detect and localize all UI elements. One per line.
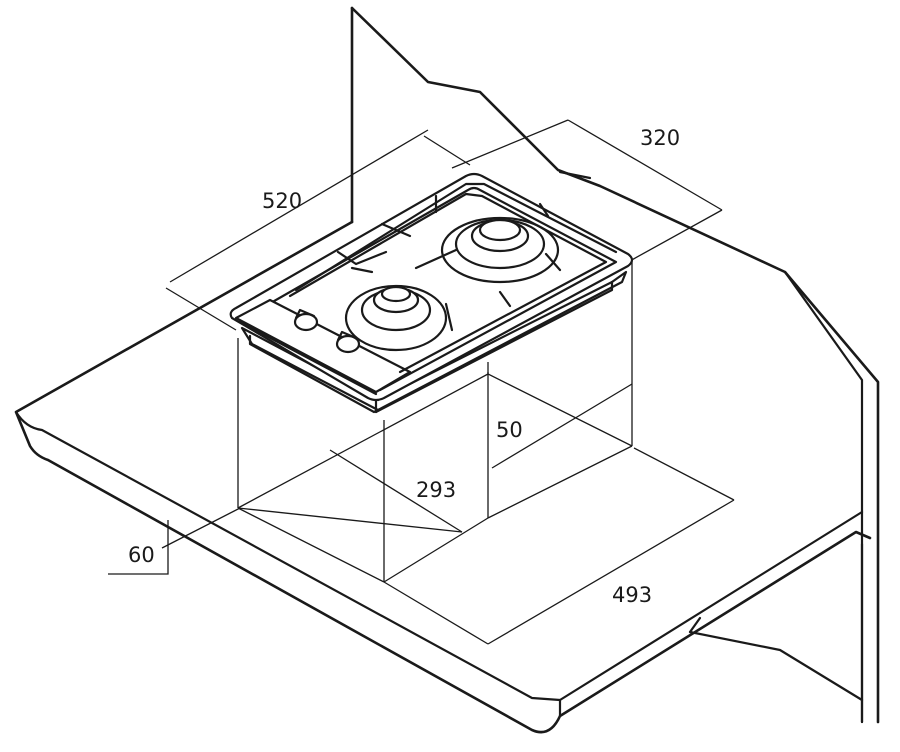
large-burner xyxy=(440,216,560,284)
cutout-box xyxy=(237,262,633,583)
small-burner xyxy=(344,284,448,352)
dimension-cutout-depth: 320 xyxy=(640,126,680,150)
dimension-inner-depth: 293 xyxy=(416,478,456,502)
dimension-cutout-width: 520 xyxy=(262,189,302,213)
dimension-inner-width: 493 xyxy=(612,583,652,607)
dimension-edge-clearance: 50 xyxy=(496,418,523,442)
knob-left xyxy=(293,308,319,332)
gas-hob xyxy=(229,172,634,414)
countertop xyxy=(14,220,872,734)
dimension-countertop-min: 60 xyxy=(128,543,155,567)
knob-right xyxy=(335,330,361,354)
pan-supports xyxy=(288,182,618,374)
dimension-lines xyxy=(108,119,735,645)
